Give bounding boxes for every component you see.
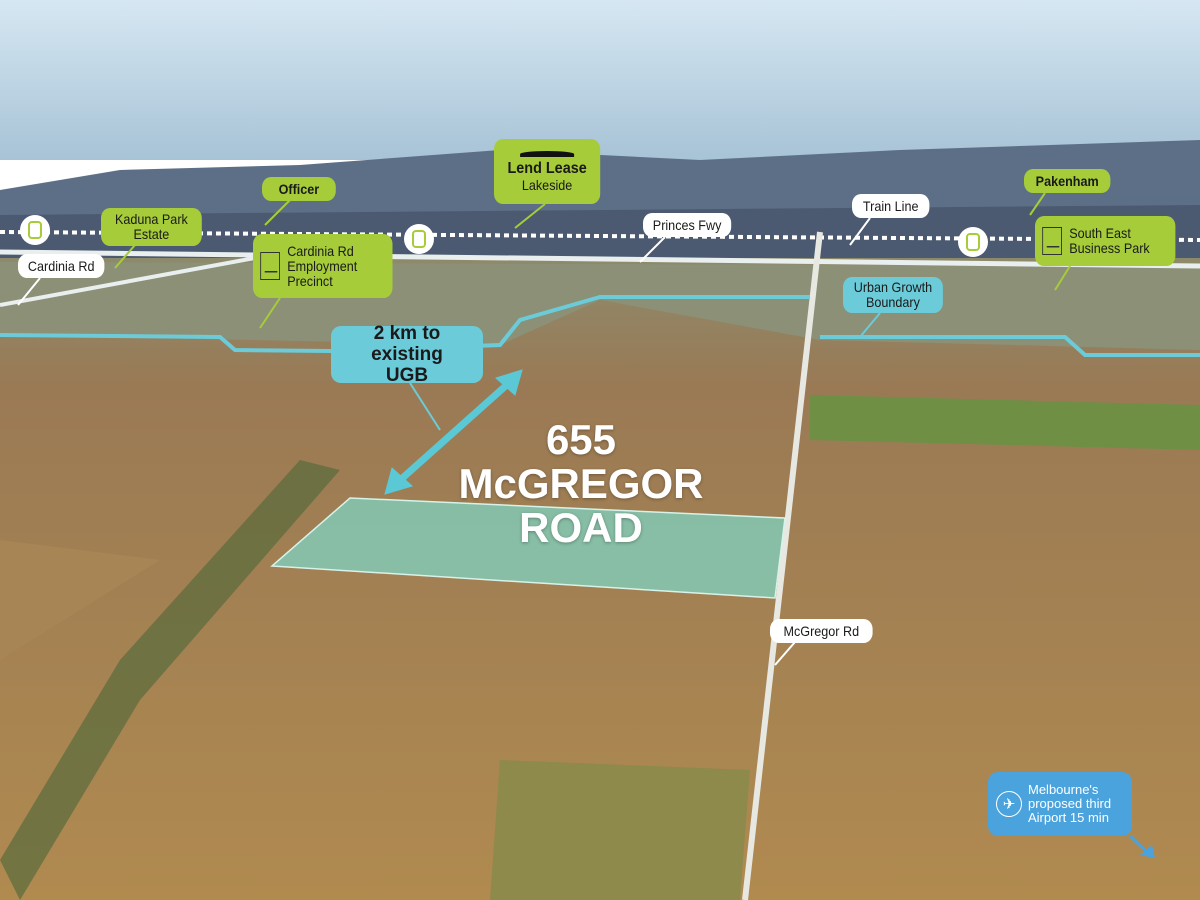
lendlease-logo: [520, 150, 575, 157]
label-pakenham: Pakenham: [1024, 169, 1111, 193]
label-train-line: Train Line: [852, 194, 930, 218]
label-urban-growth-boundary: Urban Growth Boundary: [843, 277, 943, 313]
label-lendlease: Lend Lease Lakeside: [494, 139, 601, 204]
label-princes-fwy: Princes Fwy: [643, 213, 732, 237]
lendlease-brand: Lend Lease: [507, 159, 587, 177]
business-chart-icon: [1042, 227, 1062, 255]
site-boundary: [270, 497, 786, 599]
title-line: ROAD: [519, 504, 643, 551]
label-cardinia-rd: Cardinia Rd: [18, 254, 105, 278]
property-title: 655 McGREGOR ROAD: [440, 418, 722, 550]
train-station-icon: [958, 227, 988, 257]
label-airport: ✈ Melbourne's proposed third Airport 15 …: [988, 772, 1132, 836]
label-distance-ugb: 2 km to existing UGB: [331, 323, 483, 386]
label-se-business-park: South East Business Park: [1035, 216, 1176, 266]
title-line: 655: [545, 416, 617, 463]
label-mcgregor-rd: McGregor Rd: [770, 619, 873, 643]
label-officer: Officer: [262, 177, 336, 201]
lendlease-place: Lakeside: [521, 176, 573, 193]
train-station-icon: [20, 215, 50, 245]
train-station-icon: [404, 224, 434, 254]
title-line: McGREGOR: [458, 460, 704, 507]
label-cardinia-precinct: Cardinia Rd Employment Precinct: [253, 234, 393, 298]
airplane-icon: ✈: [996, 791, 1022, 817]
business-chart-icon: [260, 252, 280, 280]
label-kaduna-park: Kaduna Park Estate: [101, 208, 202, 246]
